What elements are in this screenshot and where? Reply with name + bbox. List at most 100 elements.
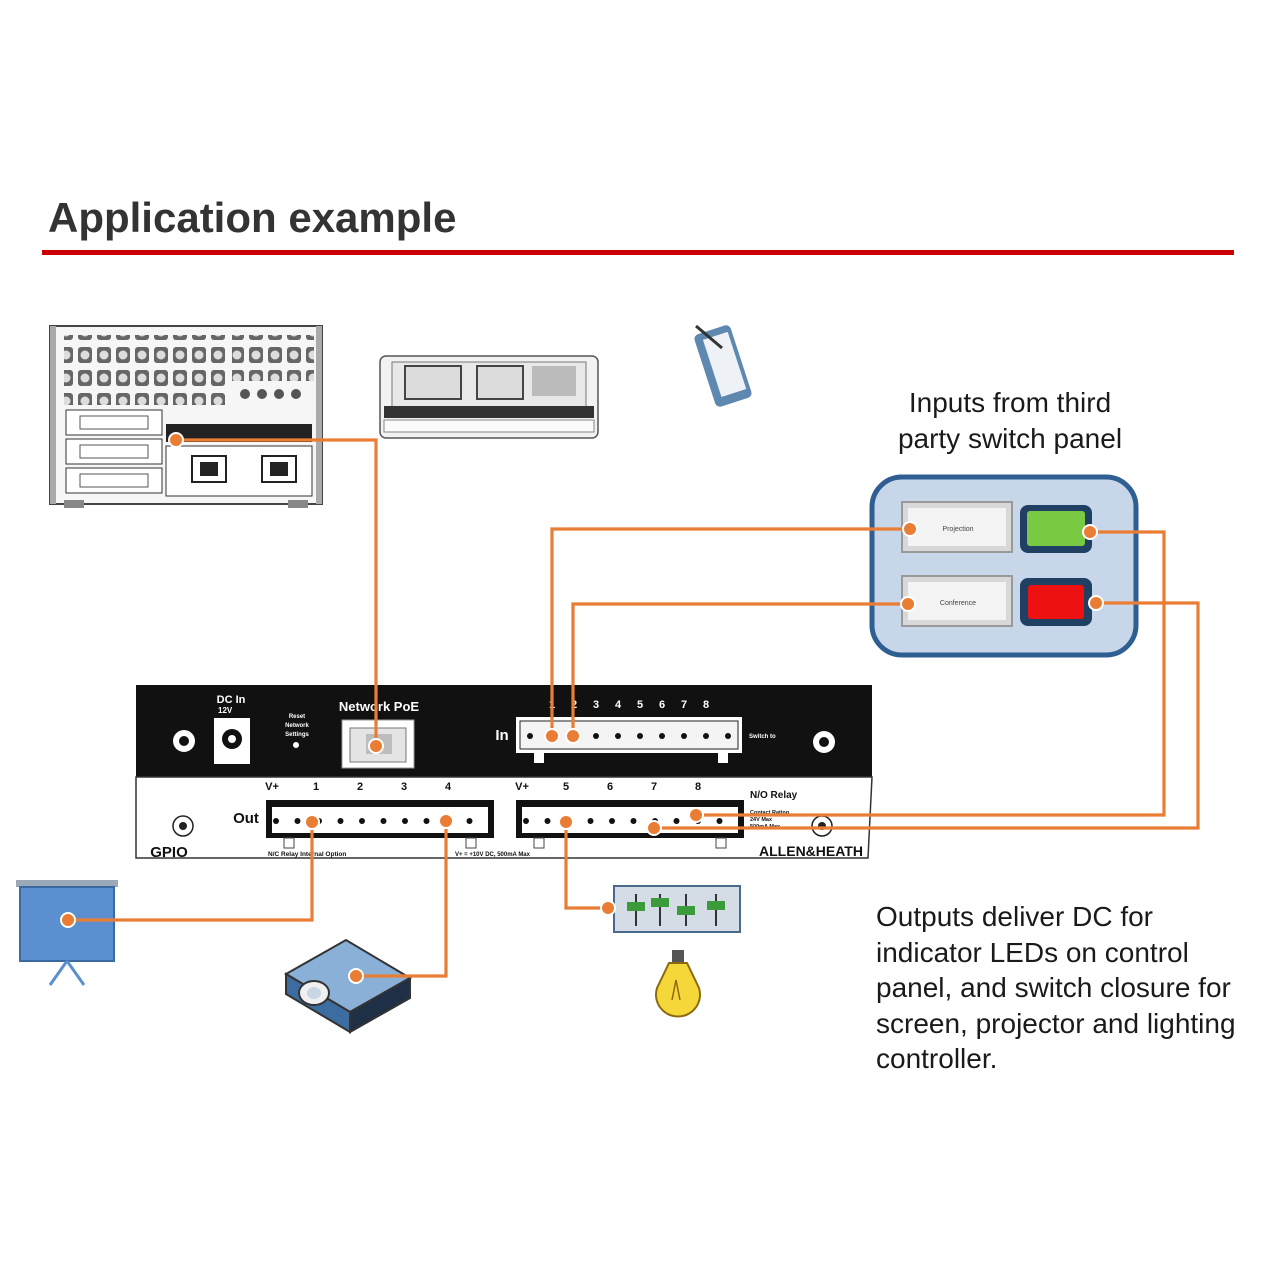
vplus-spec-label: V+ = +10V DC, 500mA Max: [455, 852, 531, 858]
output-label-4: 4: [445, 781, 452, 793]
reset-label-2: Network: [285, 723, 309, 729]
reset-label-3: Settings: [285, 732, 309, 738]
inputs-caption-line-1: Inputs from third: [908, 387, 1112, 418]
outputs-caption-line-3: panel, and switch closure for: [876, 972, 1231, 1003]
contact-rating-voltage: 24V Max: [750, 817, 773, 823]
input-number-3: 3: [593, 699, 599, 711]
projection-button-dot: [902, 521, 918, 537]
input-pin-8: [703, 733, 709, 739]
gpio-unit: DC In 12V Reset Network Settings Network…: [135, 685, 873, 861]
gpio-label: GPIO: [150, 844, 188, 861]
green-led-wire: [696, 530, 1166, 817]
out-label: Out: [233, 810, 259, 827]
output-label-1: 1: [313, 781, 319, 793]
input-pin-5: [637, 733, 643, 739]
reset-label-1: Reset: [289, 714, 305, 720]
output-v-green-dot: [688, 807, 704, 823]
output-pin: [294, 818, 301, 824]
lighting-dot: [600, 900, 616, 916]
screen-wire: [68, 822, 314, 922]
output-label-6: 6: [607, 781, 613, 793]
red-led-dot: [1088, 595, 1104, 611]
inputs-caption-line-2: party switch panel: [897, 422, 1123, 454]
brand-label: ALLEN&HEATH: [759, 843, 863, 859]
red-indicator-led: [1028, 585, 1084, 619]
input-number-4: 4: [615, 699, 622, 711]
input-number-6: 6: [659, 699, 665, 711]
wiring: [60, 432, 1200, 984]
input-2-dot: [565, 728, 581, 744]
green-led-dot: [1082, 524, 1098, 540]
conference-button-label: Conference: [940, 600, 976, 607]
tablet-icon: [694, 324, 752, 407]
input-1-wire: [550, 527, 910, 736]
projector-wire: [356, 821, 448, 978]
lighting-wire: [564, 822, 608, 910]
output-pin: [630, 818, 637, 824]
dc-in-label: DC In: [217, 694, 246, 706]
outputs-caption-line-2: indicator LEDs on control: [876, 936, 1189, 968]
screen-dot: [60, 912, 76, 928]
output-label-7: 7: [651, 781, 657, 793]
red-led-wire: [654, 601, 1200, 830]
outputs-caption-line-5: controller.: [876, 1043, 998, 1074]
light-bulb-icon: [655, 950, 701, 1018]
stagebox-icon: [49, 325, 323, 508]
input-ground-pin-right: [725, 733, 731, 739]
output-1-dot: [304, 814, 320, 830]
contact-rating-label: Contact Rating: [750, 810, 789, 816]
network-poe-label: Network PoE: [339, 699, 420, 714]
output-pin: [673, 818, 680, 824]
output-pin: [359, 818, 365, 824]
output-pin: [273, 818, 279, 824]
output-4-dot: [438, 813, 454, 829]
in-label: In: [495, 727, 508, 744]
input-number-5: 5: [637, 699, 643, 711]
nc-relay-label: N/C Relay Internal Option: [268, 851, 346, 858]
outputs-caption-line-4: screen, projector and lighting: [876, 1007, 1236, 1039]
output-label-5: 5: [563, 781, 569, 793]
green-indicator-led: [1027, 511, 1085, 546]
input-number-8: 8: [703, 699, 709, 711]
output-pin: [423, 818, 430, 824]
outputs-caption: Outputs deliver DC for indicator LEDs on…: [876, 899, 1276, 1077]
inputs-caption: Inputs from third party switch panel: [860, 385, 1160, 456]
switch-to-label: Switch to: [749, 734, 776, 740]
conference-button-dot: [900, 596, 916, 612]
input-pin-3: [593, 733, 599, 739]
relay-label: N/O Relay: [750, 790, 798, 801]
output-label-V+: V+: [515, 781, 529, 793]
switch-panel: Projection Conference: [869, 474, 1139, 658]
output-pin: [402, 818, 408, 824]
output-label-8: 8: [695, 781, 701, 793]
output-pin: [380, 818, 387, 824]
input-1-dot: [544, 728, 560, 744]
projection-screen-icon: [16, 880, 118, 986]
lighting-controller-icon: [613, 885, 741, 933]
input-pin-4: [615, 733, 621, 739]
dc-spec-label: 12V: [218, 706, 233, 715]
input-number-7: 7: [681, 699, 687, 711]
title-underline: [42, 250, 1234, 255]
page-title: Application example: [48, 194, 457, 241]
output-5-dot: [558, 814, 574, 830]
output-label-V+: V+: [265, 781, 279, 793]
outputs-caption-line-1: Outputs deliver DC for: [876, 901, 1153, 932]
output-pin: [523, 818, 529, 824]
input-pin-7: [681, 733, 687, 739]
output-pin: [716, 818, 723, 824]
projector-icon: [284, 938, 412, 1034]
input-ground-pin: [527, 733, 533, 739]
output-pin: [544, 818, 551, 824]
network-port-dot: [368, 738, 384, 754]
output-label-2: 2: [357, 781, 363, 793]
output-pin: [466, 818, 473, 824]
mixer-surface-icon: [379, 355, 599, 439]
projection-button-label: Projection: [942, 526, 973, 533]
output-number-labels: V+ 1 2 3 4 V+ 5 6 7 8: [265, 781, 701, 793]
input-pin-6: [659, 733, 665, 739]
output-pin: [587, 818, 594, 824]
reset-button: [293, 742, 299, 748]
output-label-3: 3: [401, 781, 407, 793]
